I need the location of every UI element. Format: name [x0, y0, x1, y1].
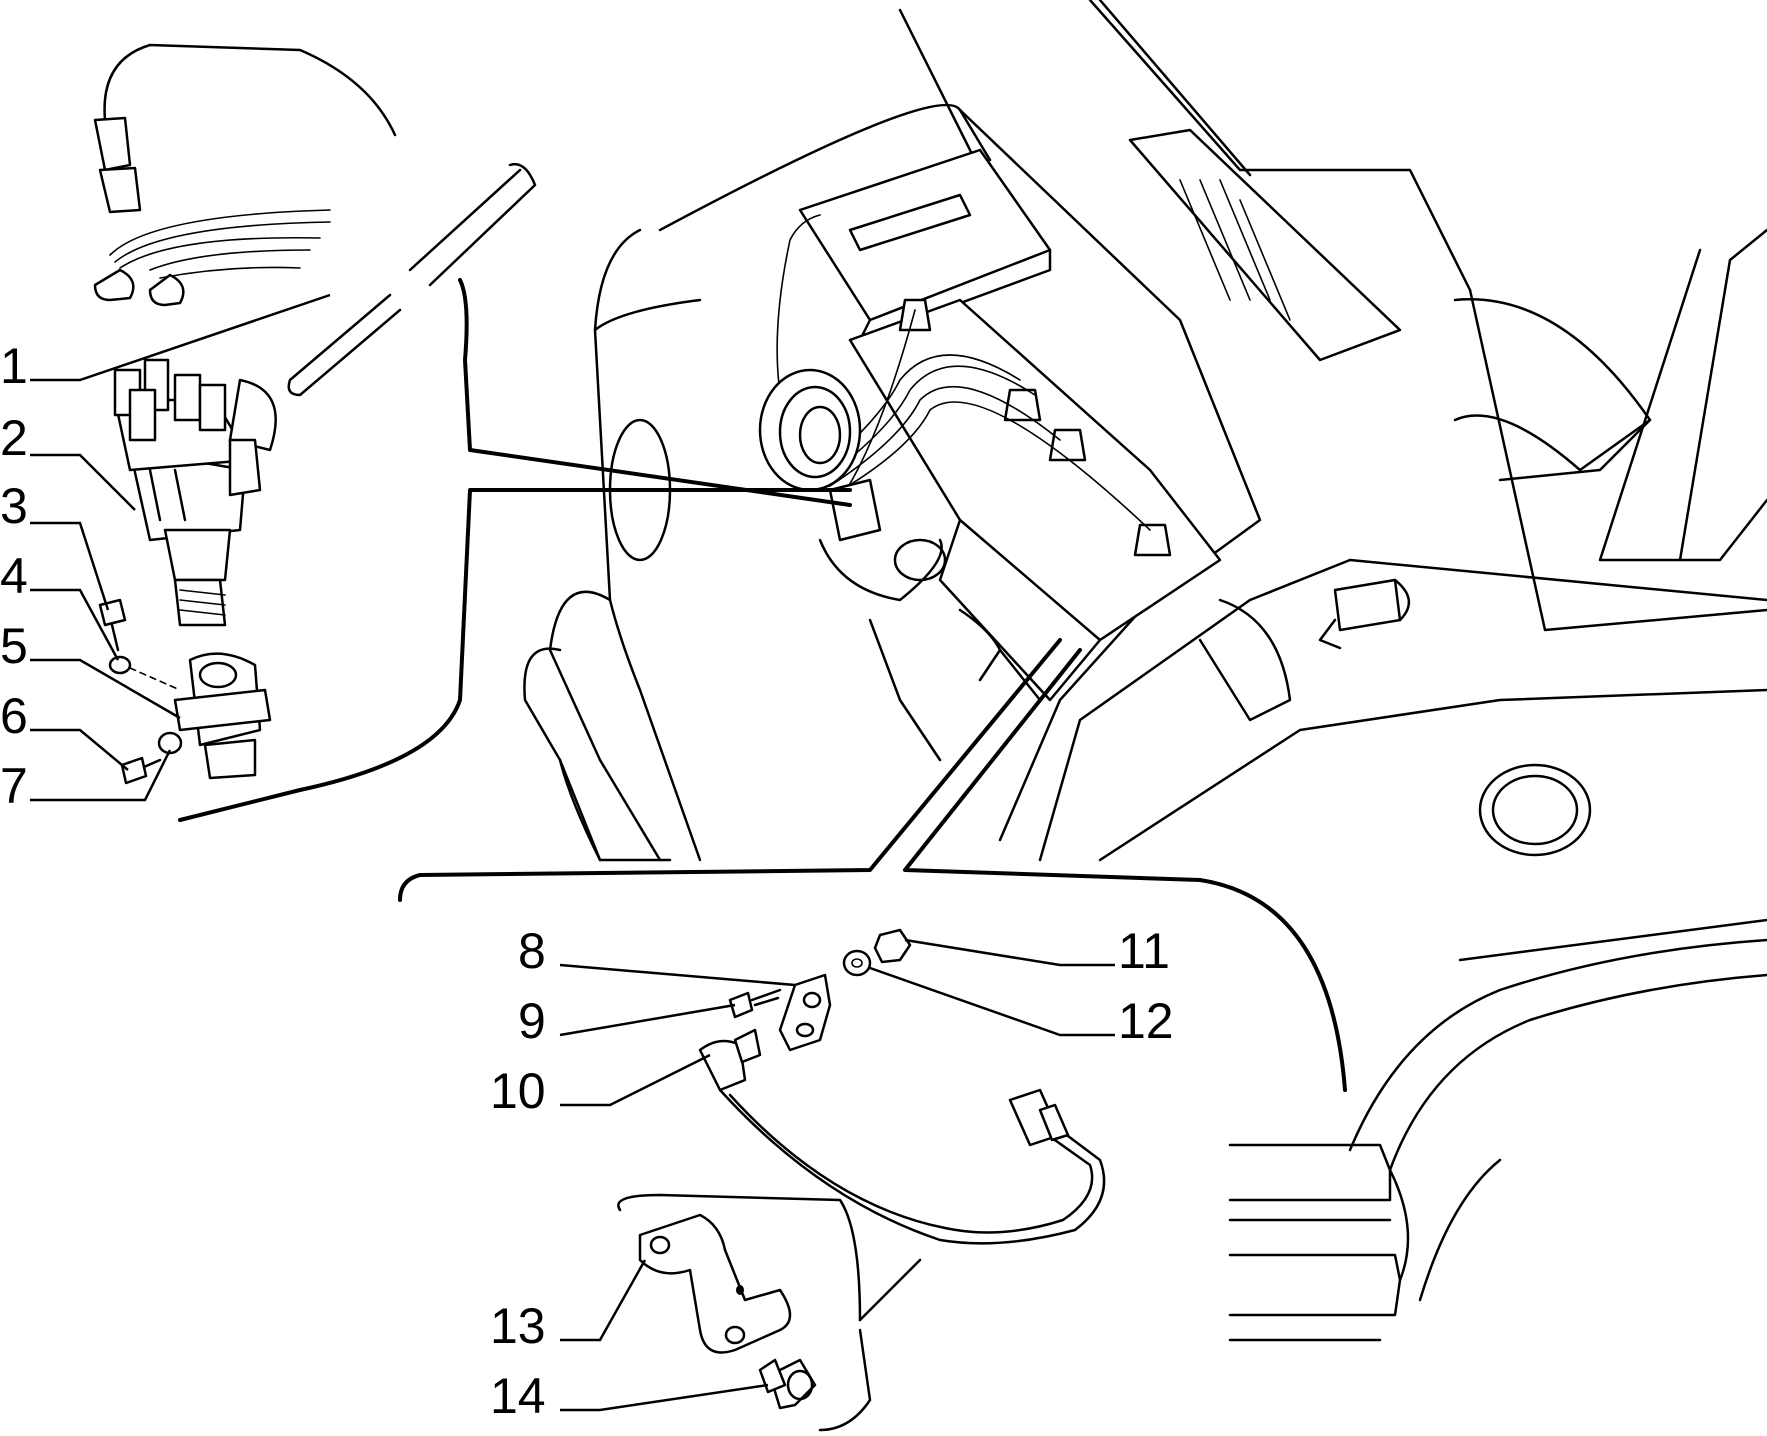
callout-7: 7: [0, 758, 28, 814]
leader-lines: [30, 293, 1115, 1412]
callout-8: 8: [518, 923, 546, 979]
callout-4: 4: [0, 548, 28, 604]
part-nut-11: [873, 928, 912, 964]
callout-13: 13: [490, 1298, 546, 1354]
part-bolt-9: [728, 988, 782, 1019]
callout-2: 2: [0, 410, 28, 466]
part-support-5: [173, 652, 272, 780]
part-washer-7: [157, 731, 183, 755]
part-support-13: [638, 1213, 792, 1354]
callout-1: 1: [0, 338, 28, 394]
callout-5: 5: [0, 618, 28, 674]
callout-3: 3: [0, 478, 28, 534]
part-screw-3: [98, 598, 127, 652]
engine-block: [758, 148, 1410, 762]
car-body-outline: [523, 0, 1767, 1342]
part-distributor: [113, 358, 277, 627]
part-washer-4: [108, 655, 132, 675]
part-bracket-8: [778, 973, 832, 1052]
spark-plug-caps: [898, 298, 1172, 557]
distributor-cap-towers: [113, 358, 227, 442]
part-sensor-10: [698, 1028, 1106, 1245]
part-bolt-6: [120, 756, 162, 785]
callout-14: 14: [490, 1368, 546, 1424]
part-sensor-14: [758, 1358, 817, 1410]
detail-box-distributor: [93, 43, 852, 822]
callout-10: 10: [490, 1063, 546, 1119]
detail-box-sensor: [398, 638, 1347, 1432]
part-washer-12: [842, 949, 872, 977]
callout-12: 12: [1118, 993, 1174, 1049]
callout-labels: 1 2 3 4 5 6 7 8 9 10 11 12 13 14: [0, 338, 1174, 1424]
alternator: [758, 368, 862, 492]
callout-6: 6: [0, 688, 28, 744]
callout-11: 11: [1118, 923, 1170, 979]
callout-9: 9: [518, 993, 546, 1049]
